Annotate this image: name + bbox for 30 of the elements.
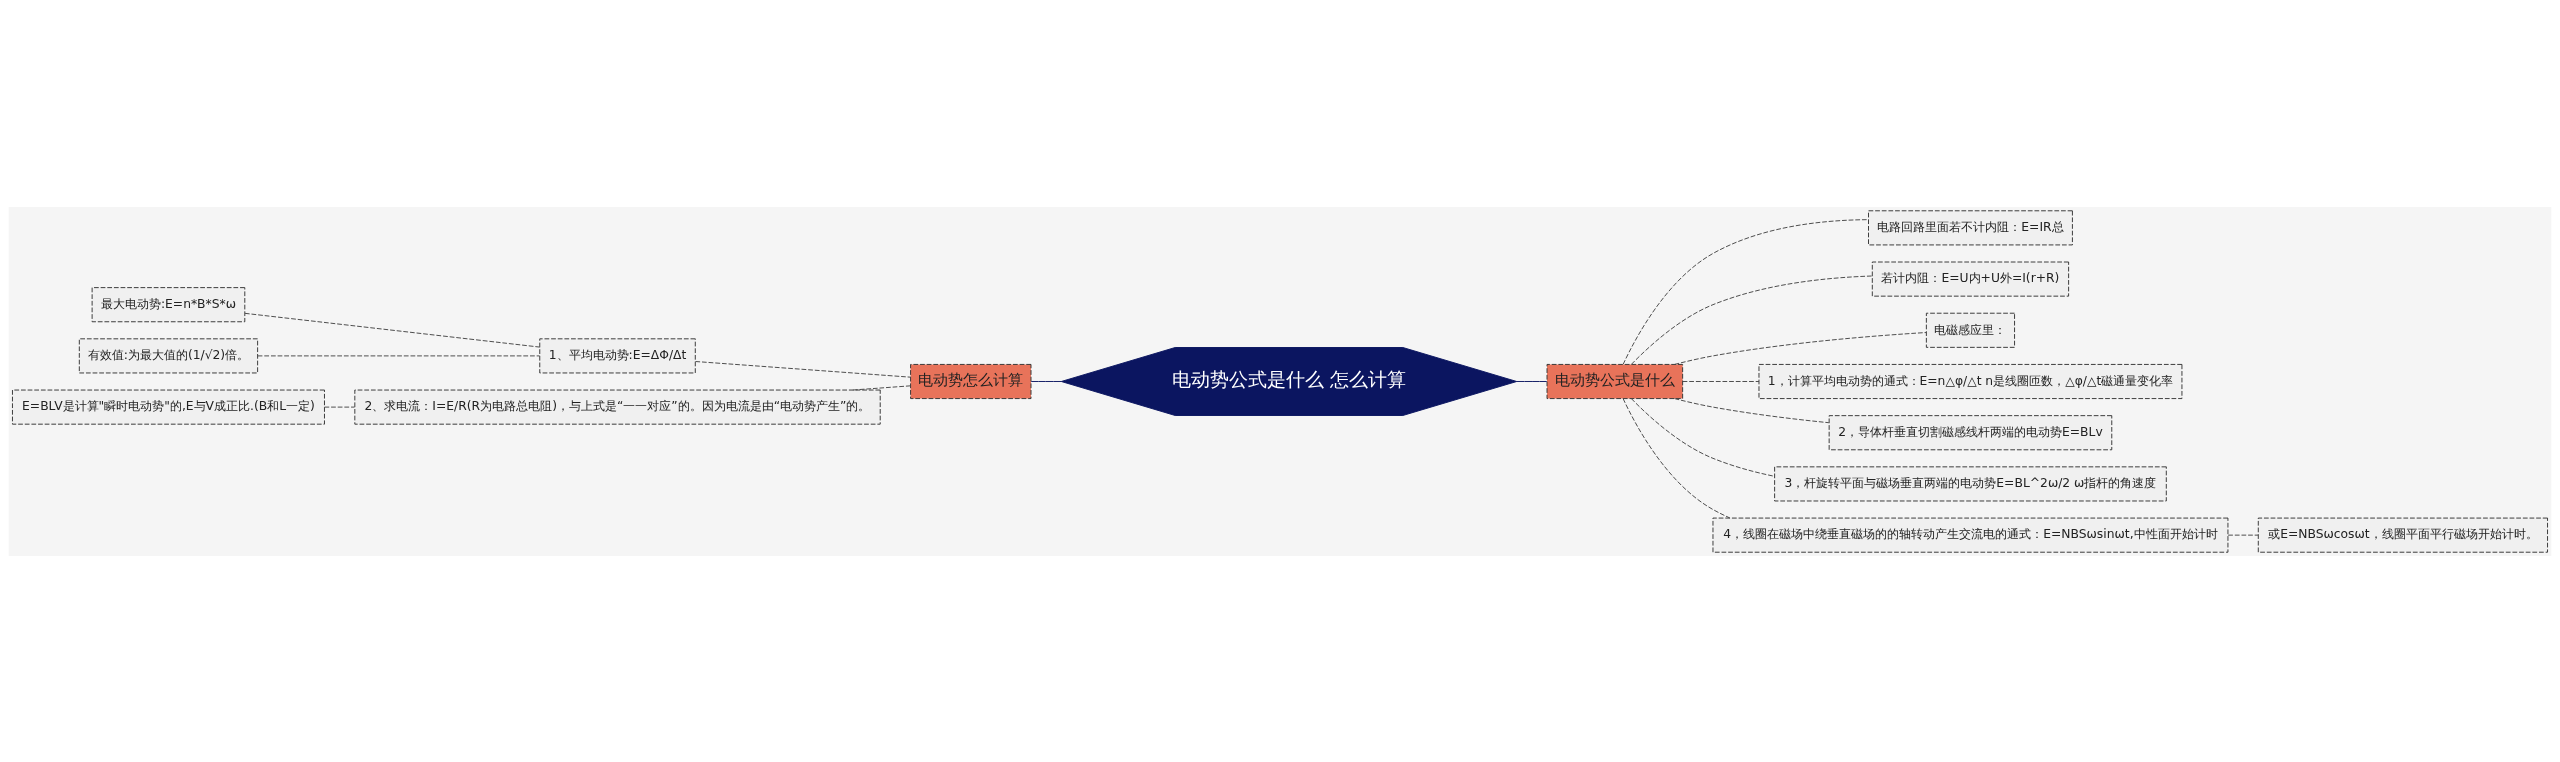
connector xyxy=(1630,397,1775,477)
node-box: 有效值:为最大值的(1/√2)倍。 xyxy=(78,337,259,373)
connector xyxy=(1682,380,1760,382)
node-box: 2、求电流：I=E/R(R为电路总电阻)，与上式是“一一对应”的。因为电流是由“电动势产生”的。 xyxy=(354,389,881,425)
connector xyxy=(1516,380,1548,382)
connector xyxy=(1674,397,1830,423)
connector xyxy=(257,354,541,356)
connector xyxy=(852,384,911,390)
connector xyxy=(1030,380,1062,382)
node-box: 1、平均电动势:E=ΔΦ/Δt xyxy=(539,337,696,373)
node-box: 电动势怎么计算 xyxy=(910,363,1032,399)
node-box: 3，杆旋转平面与磁场垂直两端的电动势E=BL^2ω/2 ω指杆的角速度 xyxy=(1774,465,2167,501)
node-box: 电路回路里面若不计内阻：E=IR总 xyxy=(1868,209,2073,245)
connector xyxy=(324,406,356,408)
node-box: 电磁感应里： xyxy=(1925,312,2016,348)
connector xyxy=(1622,218,1869,365)
node-box: E=BLV是计算"瞬时电动势"的,E与V成正比.(B和L一定) xyxy=(12,389,325,425)
connector xyxy=(1674,331,1927,365)
connector xyxy=(695,360,911,378)
node-box: 最大电动势:E=n*B*S*ω xyxy=(91,286,246,322)
node-box: 电动势公式是什么 xyxy=(1546,363,1684,399)
node-box: 4，线圈在磁场中绕垂直磁场的的轴转动产生交流电的通式：E=NBSωsinωt,中性面开始计时 xyxy=(1712,517,2229,553)
node-box: 若计内阻：E=U内+U外=I(r+R) xyxy=(1871,261,2070,297)
node-box: 2，导体杆垂直切割磁感线杆两端的电动势E=BLv xyxy=(1828,414,2113,450)
node-box: 1，计算平均电动势的通式：E=n△φ/△t n是线圈匝数，△φ/△t磁通量变化率 xyxy=(1758,363,2183,399)
connector xyxy=(244,312,540,348)
node-box: 或E=NBSωcosωt，线圈平面平行磁场开始计时。 xyxy=(2257,517,2548,553)
connector xyxy=(1622,397,1731,518)
connector xyxy=(2227,534,2259,536)
connector xyxy=(1630,275,1873,365)
